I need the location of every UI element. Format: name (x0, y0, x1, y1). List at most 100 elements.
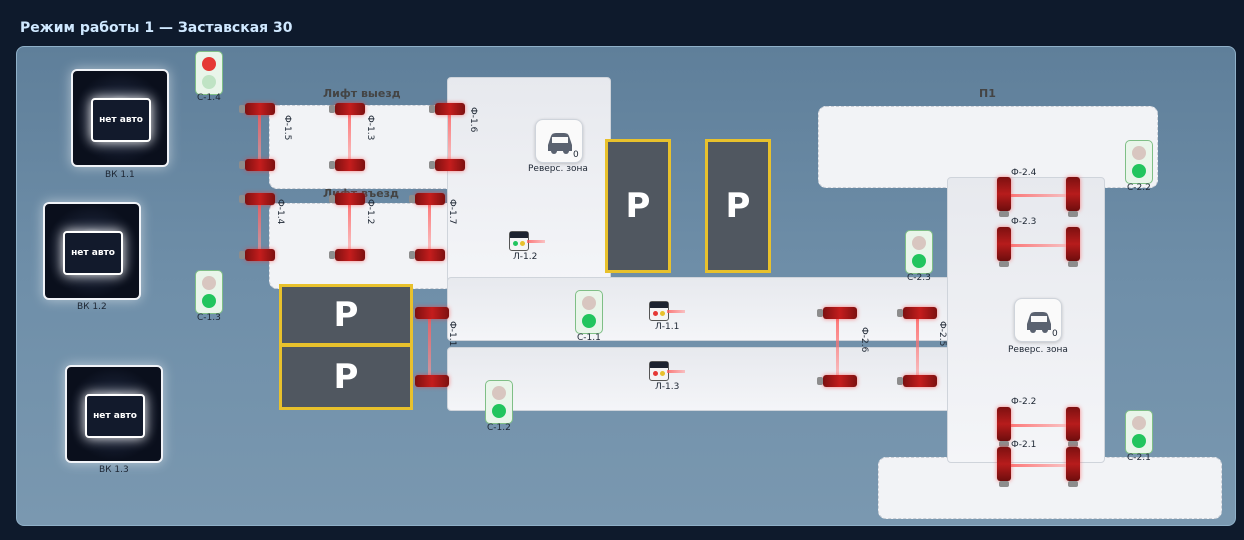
photocell-beam (258, 115, 261, 161)
photocell-sensor-icon[interactable] (329, 249, 365, 261)
red-lamp-icon (202, 276, 216, 290)
photocell-sensor-icon[interactable] (239, 193, 275, 205)
camera-vk-1-1[interactable]: нет авто (71, 69, 169, 167)
upper-corridor (447, 277, 969, 341)
photocell-label: Ф-2.5 (937, 321, 947, 347)
photocell-sensor-icon[interactable] (997, 407, 1011, 447)
photocell-sensor-icon[interactable] (1066, 177, 1080, 217)
photocell-sensor-icon[interactable] (429, 103, 465, 115)
green-lamp-icon (582, 314, 596, 328)
camera-vk-1-3[interactable]: нет авто (65, 365, 163, 463)
parking-spot[interactable]: P (605, 139, 671, 273)
traffic-light-c-1-4[interactable] (195, 51, 223, 95)
photocell-label: Ф-1.2 (365, 199, 375, 225)
photocell-sensor-icon[interactable] (1066, 227, 1080, 267)
camera-status: нет авто (63, 231, 123, 275)
traffic-light-label: С-2.1 (1127, 453, 1151, 463)
photocell-sensor-icon[interactable] (329, 193, 365, 205)
photocell-sensor-icon[interactable] (897, 375, 937, 387)
photocell-sensor-icon[interactable] (1066, 447, 1080, 487)
photocell-sensor-icon[interactable] (409, 249, 445, 261)
photocell-sensor-icon[interactable] (429, 159, 465, 171)
green-lamp-icon (202, 75, 216, 89)
photocell-label: Ф-1.6 (468, 107, 478, 133)
photocell-sensor-icon[interactable] (997, 177, 1011, 217)
traffic-light-label: С-1.1 (577, 333, 601, 343)
reverse-zone-label: Реверс. зона (1008, 345, 1068, 355)
photocell-sensor-icon[interactable] (897, 307, 937, 319)
photocell-sensor-icon[interactable] (329, 159, 365, 171)
traffic-light-c-1-3[interactable] (195, 270, 223, 314)
photocell-beam (428, 319, 431, 379)
reverse-zone-label: Реверс. зона (528, 164, 588, 174)
p1-lane (818, 106, 1158, 188)
photocell-sensor-icon[interactable] (409, 375, 449, 387)
photocell-beam (1011, 424, 1066, 427)
photocell-beam (1011, 194, 1066, 197)
photocell-beam (836, 319, 839, 377)
reverse-zone-count: 0 (1052, 329, 1058, 339)
lift-exit-label: Лифт выезд (323, 87, 401, 100)
camera-status: нет авто (85, 394, 145, 438)
traffic-light-label: С-1.2 (487, 423, 511, 433)
photocell-label: Ф-1.7 (447, 199, 457, 225)
photocell-sensor-icon[interactable] (239, 103, 275, 115)
red-lamp-icon (202, 57, 216, 71)
red-lamp-icon (912, 236, 926, 250)
photocell-sensor-icon[interactable] (997, 227, 1011, 267)
page-title: Режим работы 1 — Заставская 30 (20, 20, 293, 36)
photocell-beam (428, 205, 431, 249)
photocell-beam (1011, 244, 1066, 247)
lidar-icon[interactable] (649, 361, 669, 381)
camera-status: нет авто (91, 98, 151, 142)
traffic-light-c-1-2[interactable] (485, 380, 513, 424)
photocell-beam (348, 115, 351, 161)
photocell-sensor-icon[interactable] (997, 447, 1011, 487)
photocell-label: Ф-1.3 (365, 115, 375, 141)
photocell-sensor-icon[interactable] (1066, 407, 1080, 447)
reverse-zone-count: 0 (573, 150, 579, 160)
photocell-sensor-icon[interactable] (329, 103, 365, 115)
reverse-zone-2[interactable]: 0 (1014, 298, 1062, 342)
lidar-label: Л-1.1 (655, 322, 680, 332)
green-lamp-icon (492, 404, 506, 418)
car-icon (1027, 312, 1051, 333)
photocell-sensor-icon[interactable] (239, 249, 275, 261)
photocell-beam (1011, 464, 1066, 467)
traffic-light-label: С-2.2 (1127, 183, 1151, 193)
traffic-light-c-2-1[interactable] (1125, 410, 1153, 454)
photocell-sensor-icon[interactable] (409, 307, 449, 319)
lidar-icon[interactable] (509, 231, 529, 251)
traffic-light-c-2-3[interactable] (905, 230, 933, 274)
parking-spot[interactable]: P (279, 344, 413, 410)
parking-spot[interactable]: P (279, 284, 413, 346)
reverse-zone-1[interactable]: 0 (535, 119, 583, 163)
photocell-sensor-icon[interactable] (817, 307, 857, 319)
photocell-beam (448, 115, 451, 161)
red-lamp-icon (1132, 416, 1146, 430)
lift-exit-lane (269, 105, 461, 189)
camera-vk-1-2[interactable]: нет авто (43, 202, 141, 300)
photocell-label: Ф-2.3 (1011, 217, 1037, 227)
lidar-label: Л-1.3 (655, 382, 680, 392)
camera-label: ВК 1.3 (99, 465, 129, 475)
green-lamp-icon (1132, 434, 1146, 448)
camera-label: ВК 1.2 (77, 302, 107, 312)
photocell-sensor-icon[interactable] (817, 375, 857, 387)
photocell-sensor-icon[interactable] (409, 193, 445, 205)
lidar-icon[interactable] (649, 301, 669, 321)
p1-label: П1 (979, 87, 996, 100)
parking-spot[interactable]: P (705, 139, 771, 273)
traffic-light-label: С-1.4 (197, 93, 221, 103)
lidar-label: Л-1.2 (513, 252, 538, 262)
red-lamp-icon (582, 296, 596, 310)
lidar-beam (527, 240, 545, 243)
photocell-beam (258, 205, 261, 249)
camera-label: ВК 1.1 (105, 170, 135, 180)
traffic-light-c-2-2[interactable] (1125, 140, 1153, 184)
red-lamp-icon (1132, 146, 1146, 160)
traffic-light-c-1-1[interactable] (575, 290, 603, 334)
photocell-label: Ф-2.6 (859, 327, 869, 353)
green-lamp-icon (912, 254, 926, 268)
photocell-sensor-icon[interactable] (239, 159, 275, 171)
